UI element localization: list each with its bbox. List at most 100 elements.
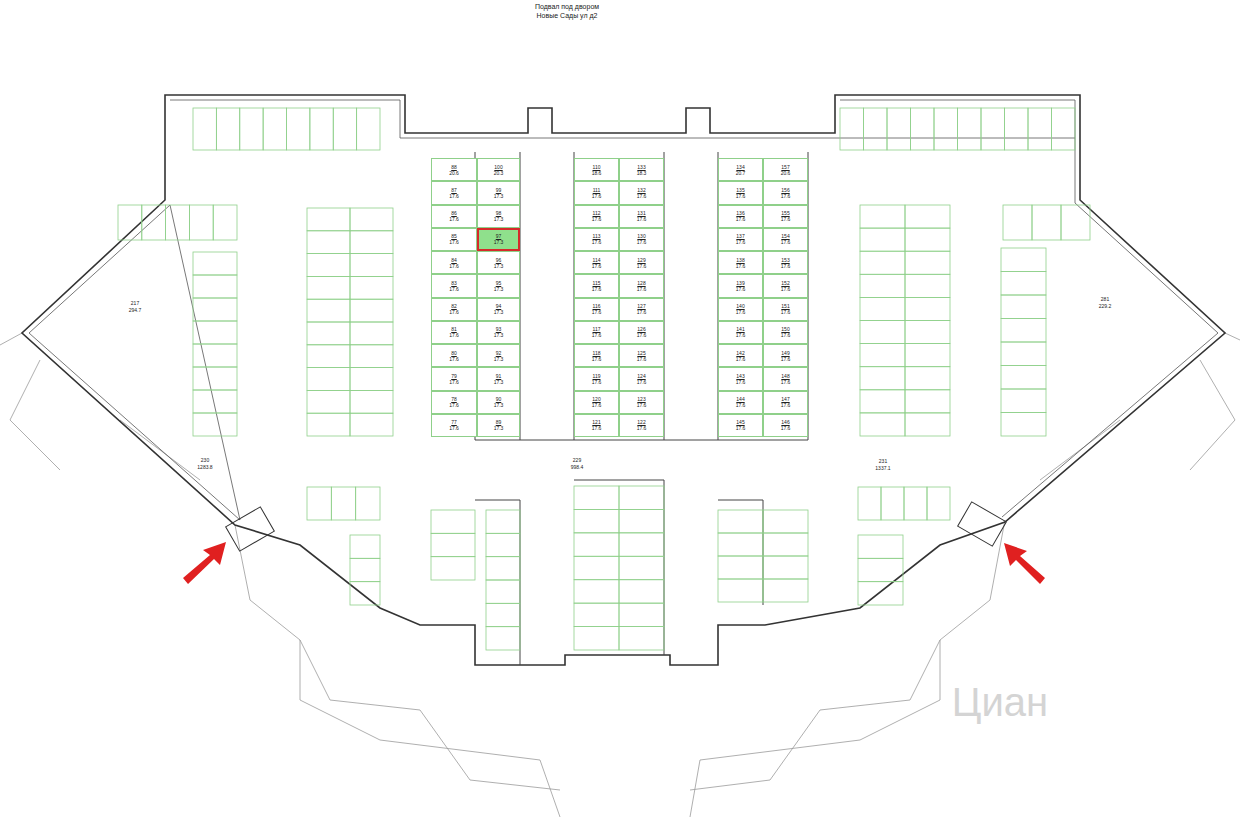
space-number: 112 xyxy=(593,210,601,216)
space-number: 138 xyxy=(736,257,744,263)
space-area: 17.6 xyxy=(449,402,459,408)
space-area: 17.6 xyxy=(637,356,647,362)
space-number: 97 xyxy=(496,233,502,239)
space-number: 124 xyxy=(637,373,645,379)
parking-space-outline xyxy=(307,254,350,277)
space-area: 17.6 xyxy=(449,216,459,222)
parking-space-outline xyxy=(431,557,475,580)
space-area: 17.3 xyxy=(494,332,504,338)
parking-space-outline xyxy=(350,208,393,231)
parking-space: 11517.6 xyxy=(574,274,619,297)
ramp xyxy=(226,507,275,551)
parking-space-outline xyxy=(905,321,950,344)
room-number: 229 xyxy=(573,457,581,463)
parking-space-outline xyxy=(763,510,808,533)
parking-space-outline xyxy=(619,533,664,556)
parking-space-outline xyxy=(307,368,350,391)
space-number: 94 xyxy=(496,303,502,309)
space-number: 89 xyxy=(496,419,502,425)
space-number: 118 xyxy=(593,350,601,356)
parking-space-outline xyxy=(981,108,1005,150)
parking-space-outline xyxy=(763,579,808,602)
space-area: 17.6 xyxy=(592,239,602,245)
parking-space: 9917.3 xyxy=(477,181,520,204)
space-area: 17.6 xyxy=(449,263,459,269)
space-number: 99 xyxy=(496,187,502,193)
space-area: 20.7 xyxy=(736,170,746,176)
plan-title: Подвал под двором xyxy=(535,3,599,11)
space-number: 120 xyxy=(592,396,600,402)
parking-space-outline xyxy=(619,556,664,579)
space-area: 17.6 xyxy=(736,356,746,362)
space-number: 139 xyxy=(736,280,744,286)
parking-space-outline xyxy=(310,108,333,150)
space-area: 17.6 xyxy=(781,356,791,362)
space-area: 17.3 xyxy=(494,402,504,408)
parking-space: 14217.6 xyxy=(718,344,763,367)
parking-space-outline xyxy=(193,108,216,150)
space-number: 86 xyxy=(451,210,457,216)
parking-space-outline xyxy=(905,205,950,228)
parking-space-outline xyxy=(331,487,355,520)
parking-space-outline xyxy=(574,580,619,603)
parking-space: 14817.6 xyxy=(763,367,808,390)
parking-space: 8820.6 xyxy=(431,158,477,181)
outer-wall xyxy=(22,95,1225,665)
parking-space: 12817.6 xyxy=(619,274,664,297)
space-number: 90 xyxy=(496,396,502,402)
parking-space-outline xyxy=(350,276,393,299)
parking-space: 12417.6 xyxy=(619,367,664,390)
parking-space-outline xyxy=(333,108,356,150)
space-number: 113 xyxy=(593,233,601,239)
parking-space-outline xyxy=(307,390,350,413)
space-area: 17.6 xyxy=(781,425,791,431)
space-number: 91 xyxy=(496,373,502,379)
parking-space: 8917.3 xyxy=(477,414,520,437)
space-number: 144 xyxy=(736,396,744,402)
parking-space-outline xyxy=(307,345,350,368)
parking-space-outline xyxy=(904,487,927,520)
parking-space-outline xyxy=(350,413,393,436)
plan-subtitle: Новые Сады ул д2 xyxy=(537,12,598,20)
parking-grid xyxy=(118,108,1090,650)
parking-space-outline xyxy=(1001,319,1046,343)
parking-space-outline xyxy=(213,205,237,240)
parking-space: 13017.6 xyxy=(619,228,664,251)
parking-space: 13817.6 xyxy=(718,251,763,274)
parking-space: 9117.3 xyxy=(477,367,520,390)
space-area: 17.6 xyxy=(637,216,647,222)
space-number: 98 xyxy=(496,210,502,216)
parking-space-outline xyxy=(574,486,619,509)
parking-space: 8317.6 xyxy=(431,274,477,297)
parking-space-outline xyxy=(887,108,911,150)
space-area: 17.3 xyxy=(494,379,504,385)
space-area: 17.6 xyxy=(736,402,746,408)
parking-space: 10020.3 xyxy=(477,158,520,181)
parking-space-outline xyxy=(860,390,905,413)
parking-space: 11717.6 xyxy=(574,321,619,344)
parking-space-outline xyxy=(574,603,619,626)
parking-space-outline xyxy=(905,228,950,251)
parking-space-outline xyxy=(619,627,664,650)
parking-space: 11917.6 xyxy=(574,367,619,390)
parking-space-outline xyxy=(307,413,350,436)
parking-space-outline xyxy=(240,108,263,150)
parking-space-outline xyxy=(860,344,905,367)
space-number: 132 xyxy=(637,187,645,193)
space-number: 146 xyxy=(781,419,789,425)
space-number: 156 xyxy=(781,187,789,193)
parking-space: 14617.6 xyxy=(763,414,808,437)
parking-space: 14117.6 xyxy=(718,321,763,344)
space-number: 83 xyxy=(451,280,457,286)
parking-space-outline xyxy=(193,252,237,275)
parking-space: 13517.6 xyxy=(718,181,763,204)
parking-space-outline xyxy=(193,413,237,436)
parking-space-outline xyxy=(864,108,888,150)
space-number: 116 xyxy=(593,303,601,309)
space-area: 18.3 xyxy=(637,170,647,176)
space-number: 128 xyxy=(637,280,645,286)
parking-space-outline xyxy=(307,487,331,520)
parking-space: 11317.6 xyxy=(574,228,619,251)
space-area: 17.6 xyxy=(637,239,647,245)
space-number: 134 xyxy=(736,164,744,170)
